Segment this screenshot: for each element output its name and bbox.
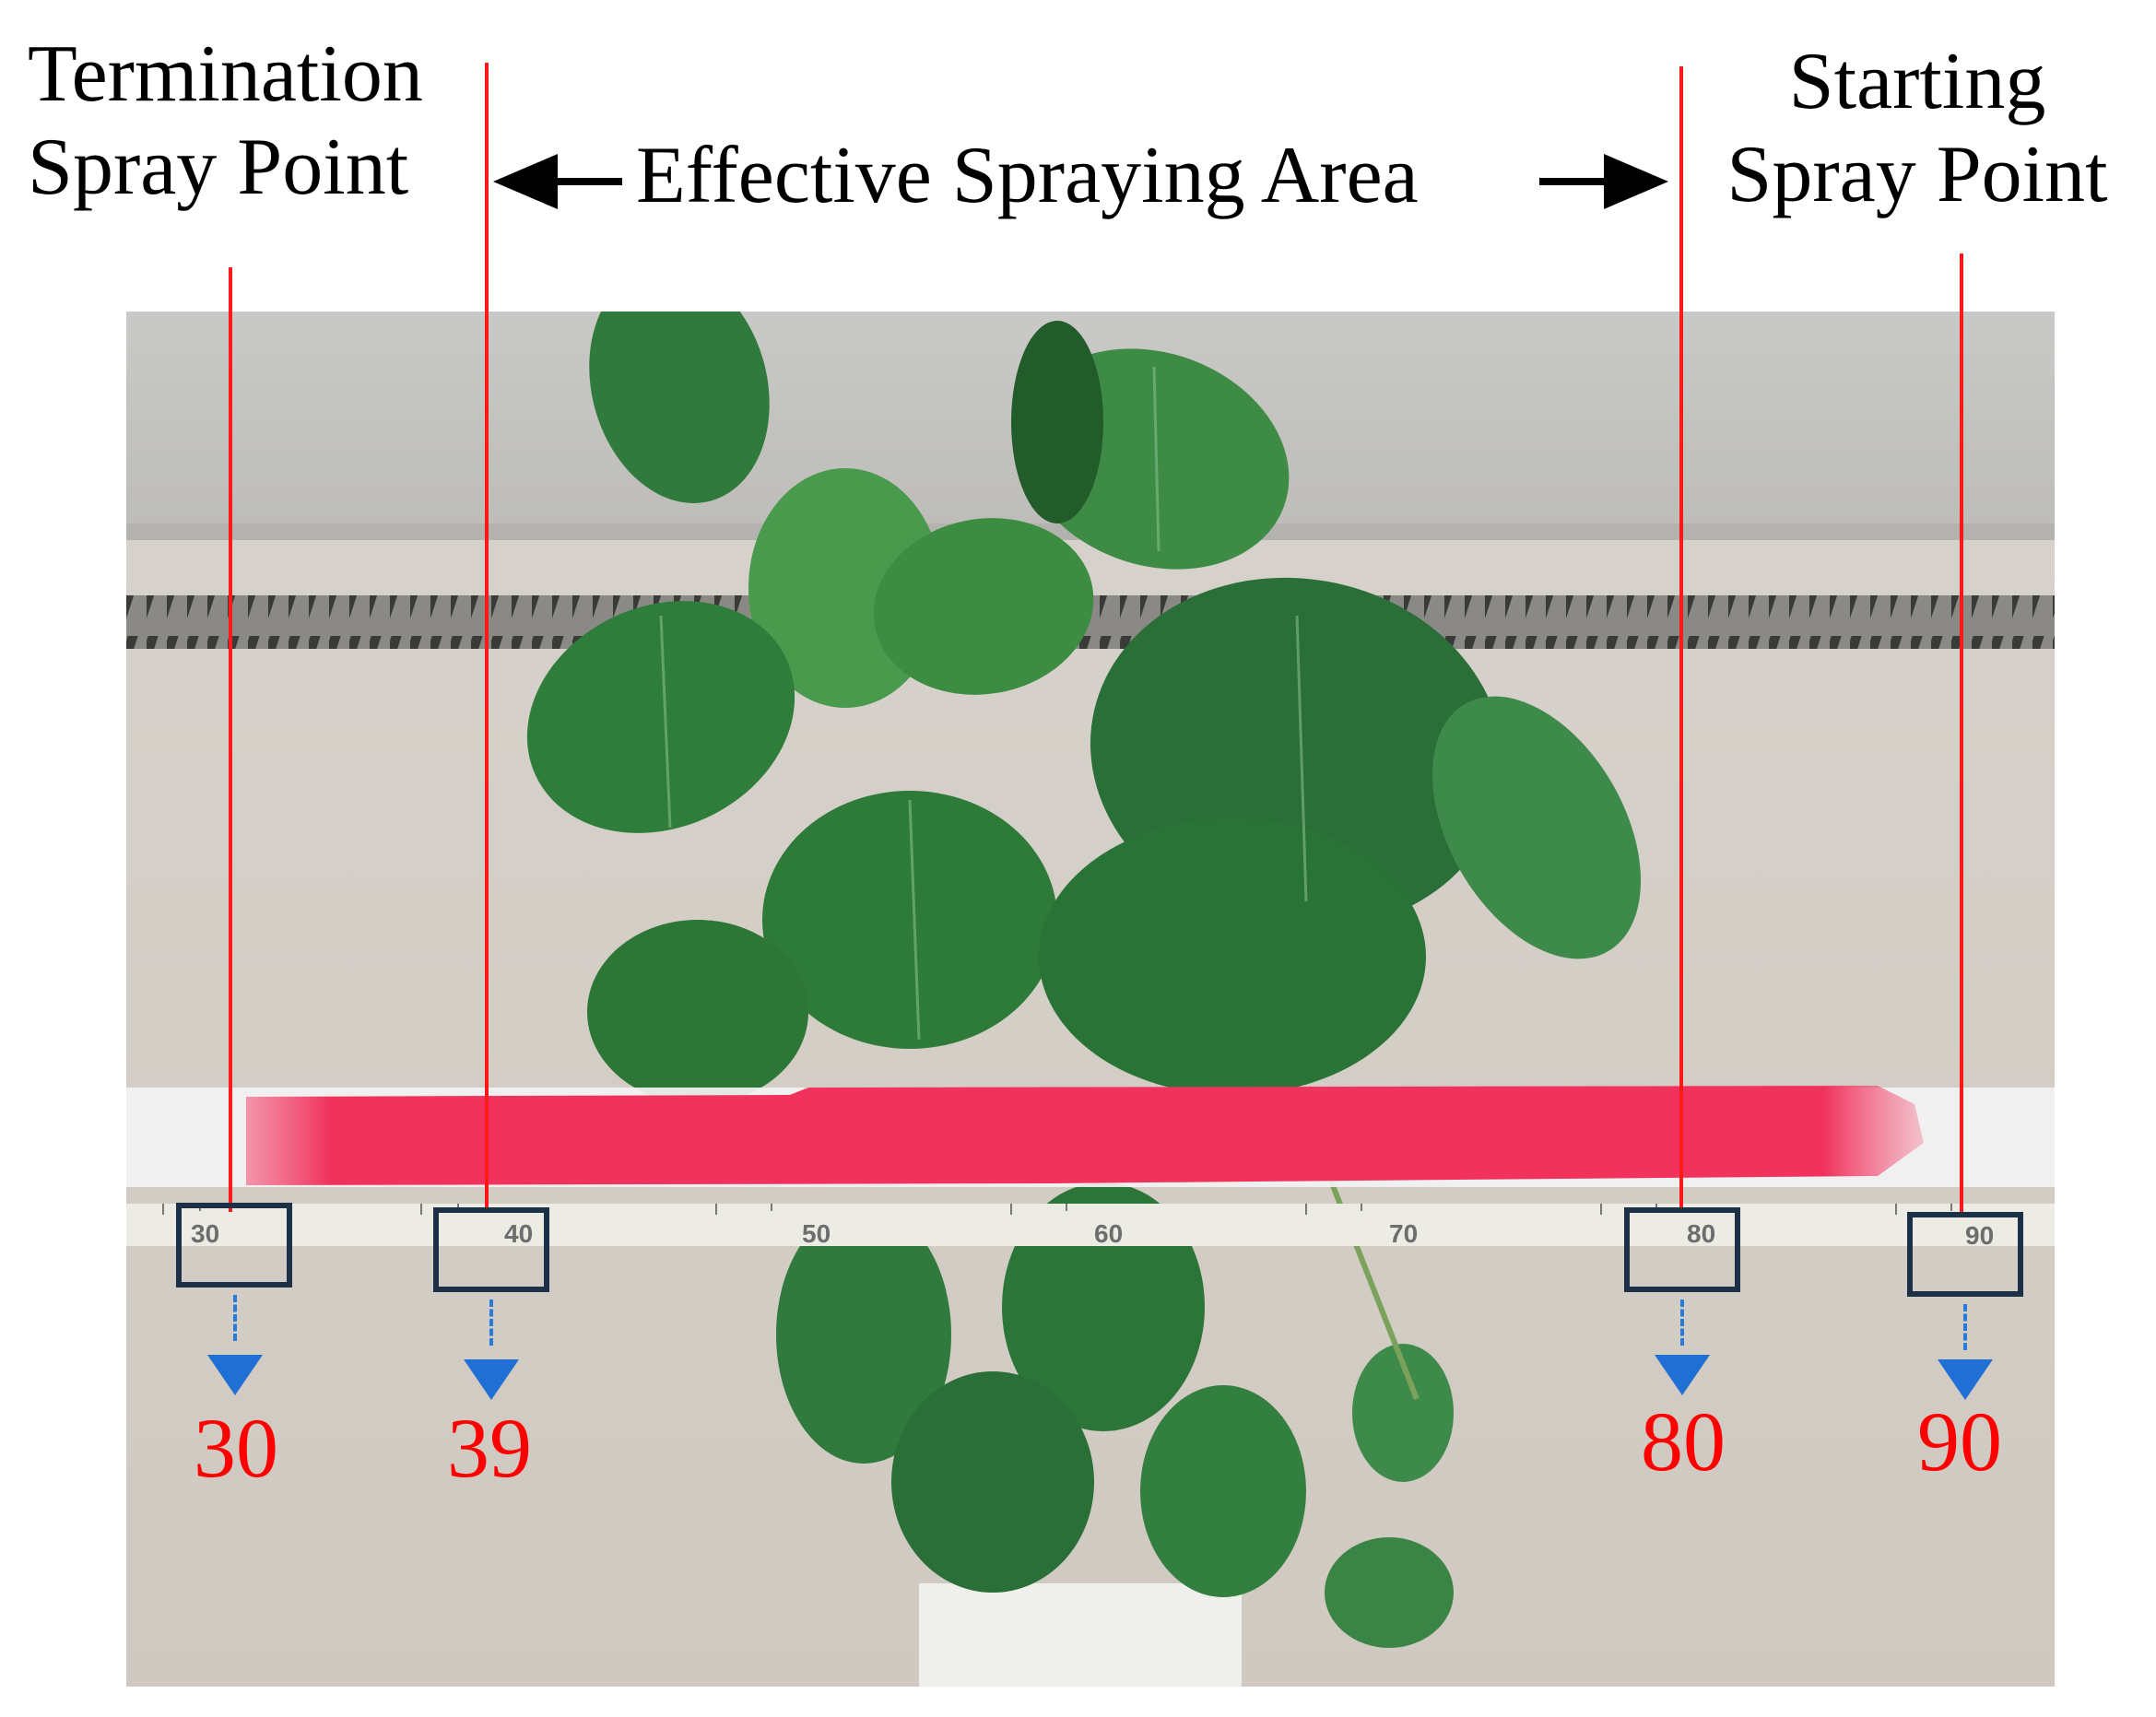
tape-label-60: 60 <box>1094 1219 1124 1248</box>
pointer-dash-30 <box>233 1295 237 1341</box>
photo-scene <box>126 312 2055 1687</box>
arrow-right-icon <box>1539 154 1668 209</box>
spray-band <box>246 1086 1924 1185</box>
reading-39: 39 <box>447 1401 532 1495</box>
pointer-arrow-30-icon <box>207 1355 263 1395</box>
starting-marker-line <box>1960 253 1963 1212</box>
reading-box-40 <box>433 1207 549 1292</box>
effective-right-marker-line <box>1679 66 1683 1212</box>
effective-spraying-area-label: Effective Spraying Area <box>636 131 1419 220</box>
pointer-dash-80 <box>1680 1300 1684 1346</box>
pointer-dash-90 <box>1963 1304 1967 1350</box>
starting-label-line1: Starting <box>1788 37 2046 126</box>
reading-box-80 <box>1624 1207 1740 1292</box>
tape-label-90: 90 <box>1965 1221 1995 1250</box>
termination-marker-line <box>229 267 232 1212</box>
tape-label-40: 40 <box>504 1219 534 1248</box>
tape-label-80: 80 <box>1687 1219 1716 1248</box>
pointer-dash-39 <box>489 1300 493 1346</box>
tape-label-50: 50 <box>802 1219 831 1248</box>
reading-box-90 <box>1907 1212 2023 1297</box>
pointer-arrow-90-icon <box>1938 1359 1993 1400</box>
pointer-arrow-80-icon <box>1655 1355 1710 1395</box>
starting-label-line2: Spray Point <box>1726 130 2108 220</box>
arrow-left-icon <box>493 154 622 209</box>
pointer-arrow-39-icon <box>464 1359 519 1400</box>
reading-30: 30 <box>194 1401 278 1495</box>
plant-spray-photo: 30 40 50 60 70 80 90 <box>126 312 2055 1687</box>
effective-left-marker-line <box>485 63 489 1212</box>
starting-spray-point-label: Starting Spray Point <box>1696 35 2138 221</box>
tape-label-70: 70 <box>1389 1219 1419 1248</box>
termination-spray-point-label: Termination Spray Point <box>28 28 423 214</box>
reading-80: 80 <box>1641 1394 1726 1488</box>
reading-90: 90 <box>1917 1394 2002 1488</box>
reading-box-30 <box>176 1203 292 1288</box>
termination-label-line2: Spray Point <box>28 123 409 213</box>
tape-label-30: 30 <box>191 1219 220 1248</box>
termination-label-line1: Termination <box>28 29 423 119</box>
